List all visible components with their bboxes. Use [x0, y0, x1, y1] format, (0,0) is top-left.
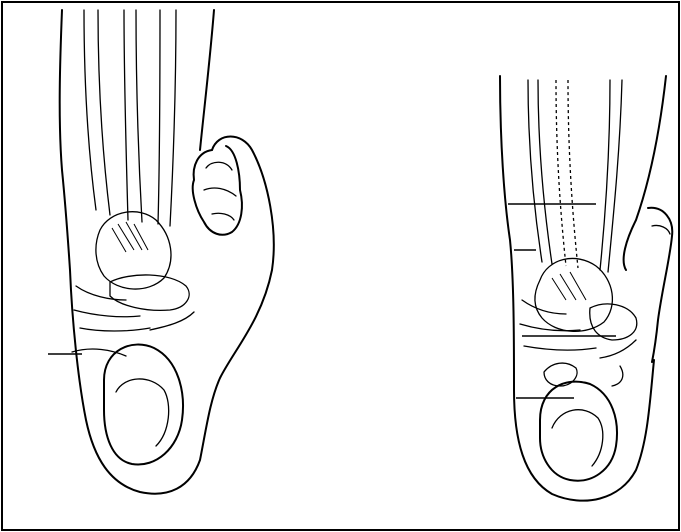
anatomy-figure	[0, 0, 681, 532]
